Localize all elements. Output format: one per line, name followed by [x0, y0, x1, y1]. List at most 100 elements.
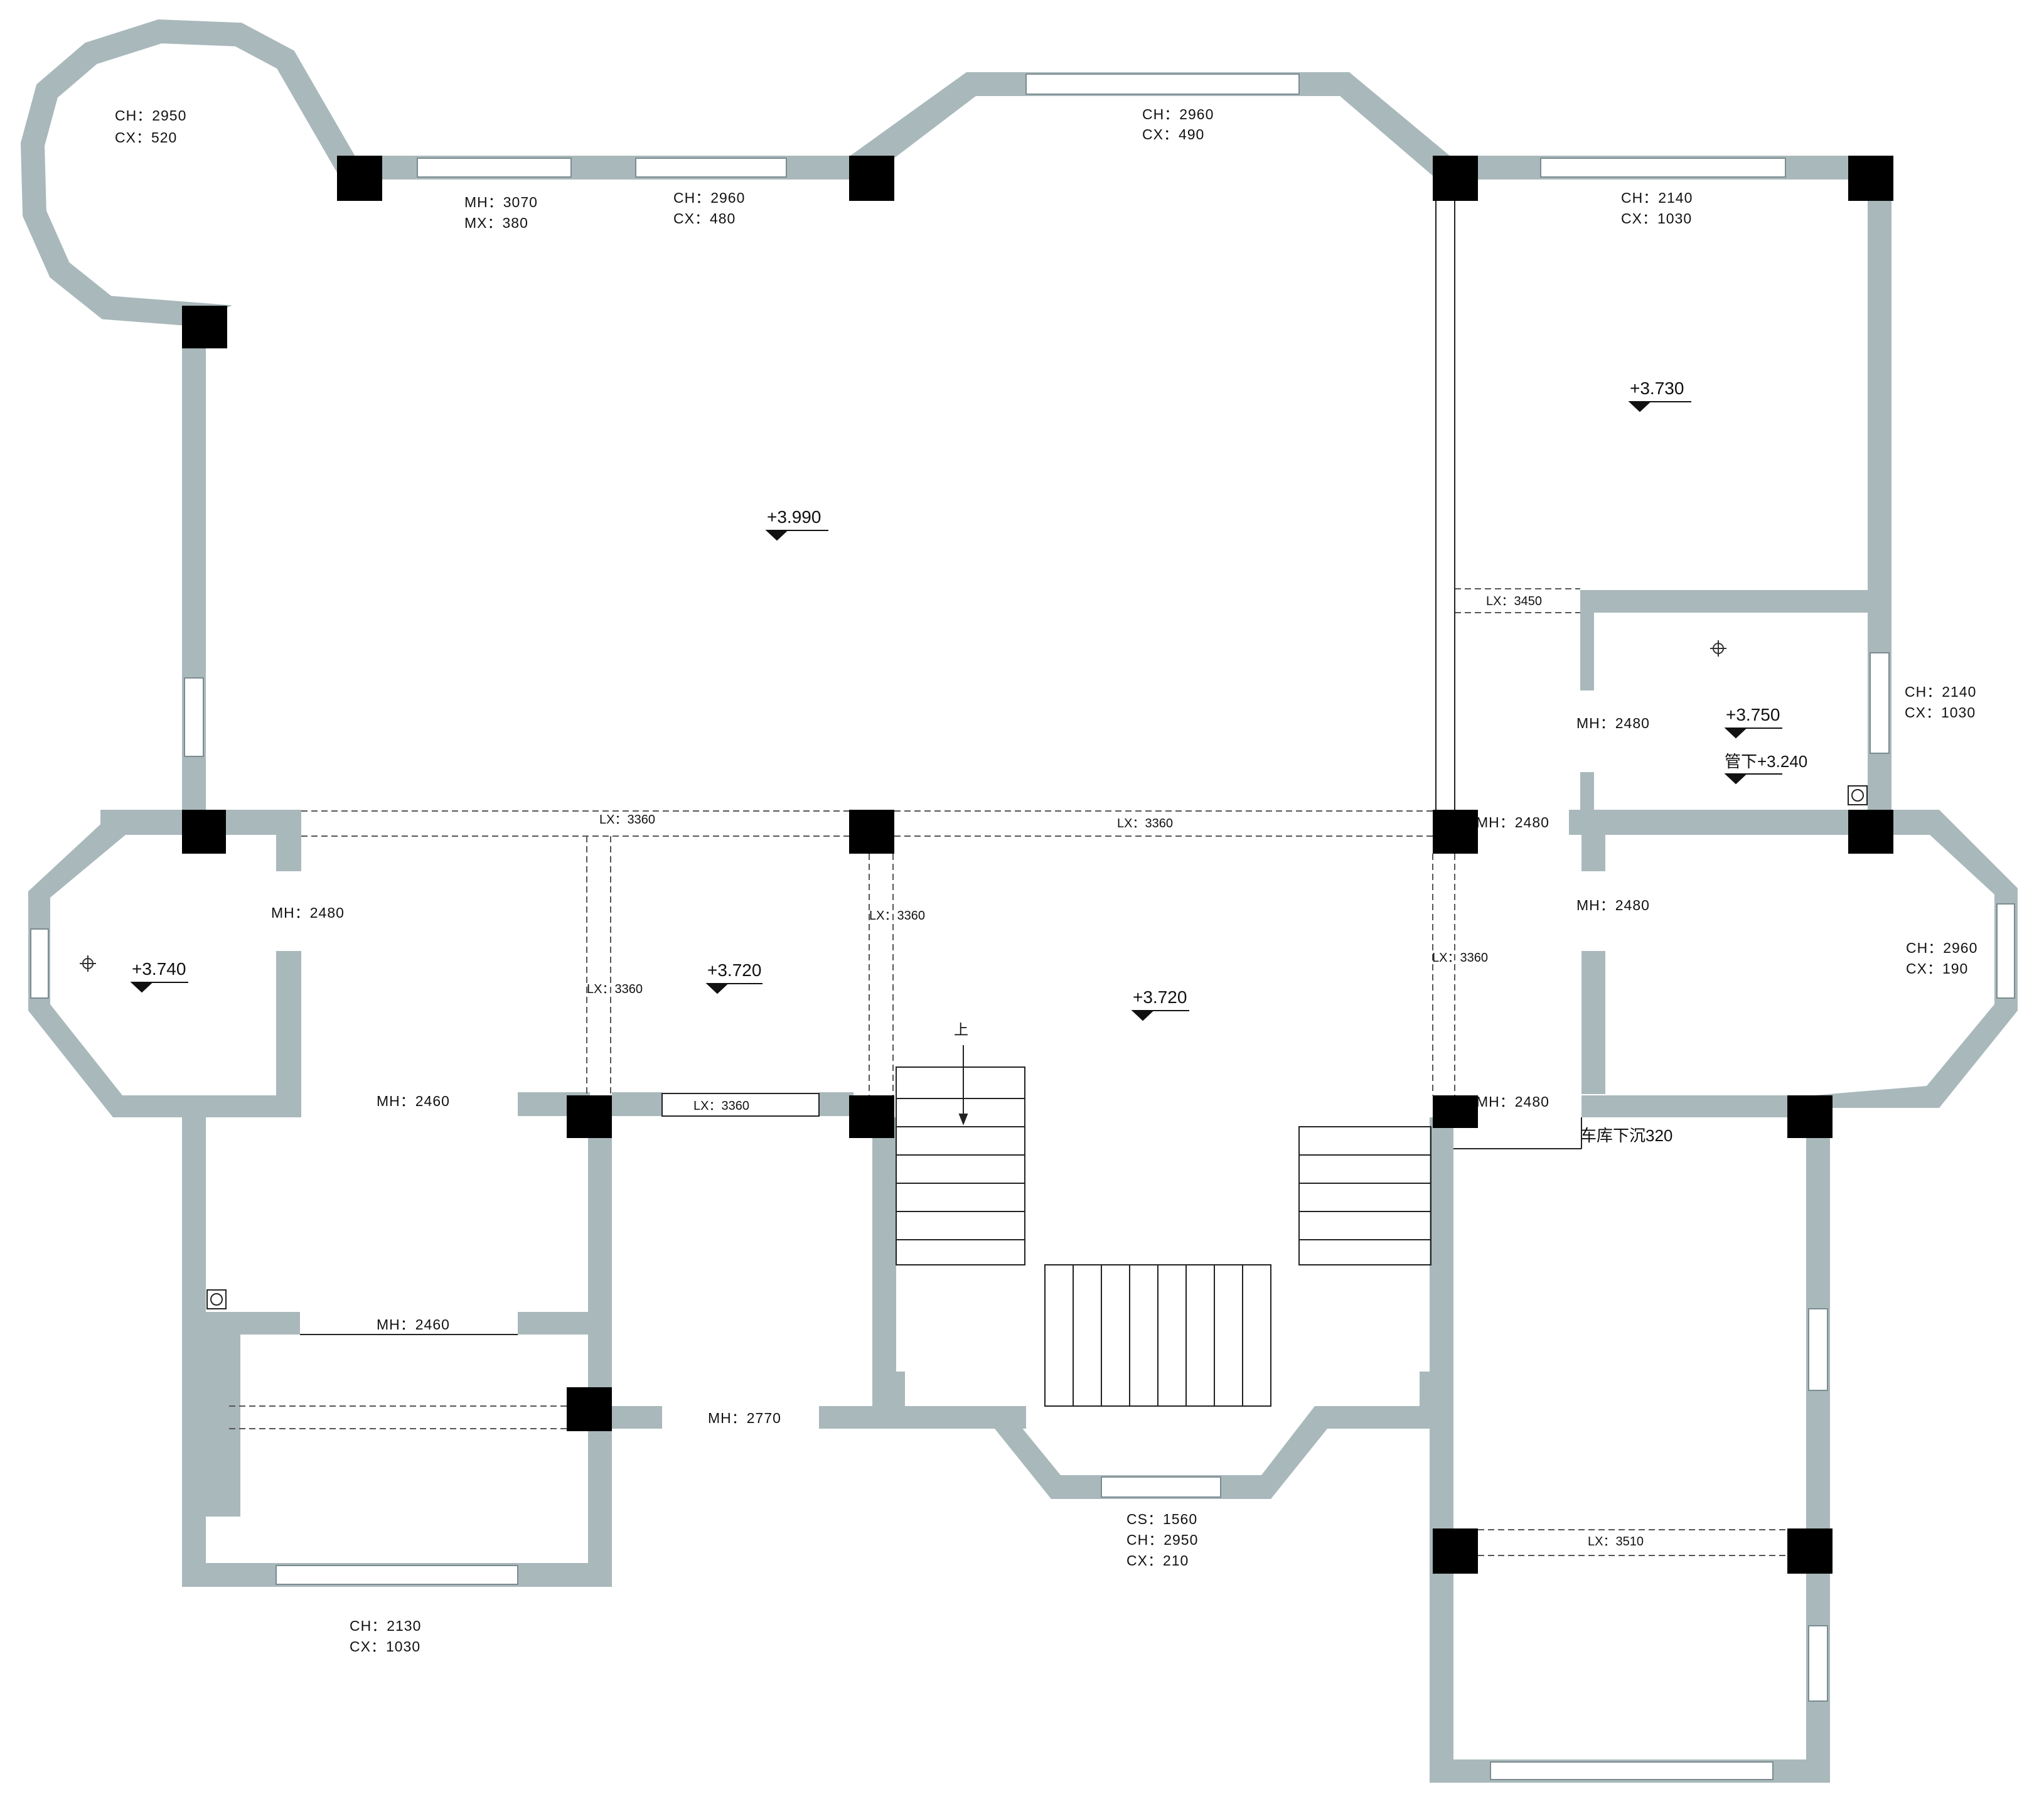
pipe-east: [1848, 785, 1868, 805]
stair-arrow-head: [958, 1114, 968, 1125]
window-east: [1870, 652, 1890, 754]
window-north-bay: [1025, 73, 1300, 95]
column: [182, 306, 227, 348]
door-label-entrance: MH：2770: [708, 1410, 781, 1426]
wall-sw-mid-left: [206, 1312, 300, 1335]
wall-mid-room-bottom2: [819, 1092, 853, 1116]
annotation-east-cx: CX：1030: [1905, 704, 1976, 721]
annotation-ne-ch: CH：2140: [1621, 190, 1693, 206]
beam-label-lx3450: LX：3450: [1486, 594, 1542, 608]
column: [1848, 156, 1893, 201]
window-garage-east-2: [1808, 1625, 1828, 1702]
annotation-north-bay-ch: CH：2960: [1142, 106, 1214, 122]
window-east-bay: [1996, 903, 2015, 999]
annotation-south-bay-ch: CH：2950: [1126, 1532, 1198, 1548]
thin-lines: [206, 201, 1868, 1335]
level-west-room: +3.740: [132, 959, 186, 979]
door-label-garage: MH：2480: [1476, 1093, 1549, 1110]
column: [1787, 1528, 1833, 1574]
annotation-north-door-mx: MX：380: [464, 215, 528, 231]
annotation-east-bay-cx: CX：190: [1906, 960, 1968, 977]
wall-sw-west: [182, 1117, 206, 1582]
wall-east-bay: [1814, 810, 2018, 1108]
level-mid-room: +3.720: [707, 960, 761, 980]
annotation-nw-ch: CH：2950: [115, 107, 186, 124]
garage-note: 车库下沉320: [1580, 1126, 1672, 1145]
beam-label-east-v: LX：3360: [1432, 951, 1488, 965]
pipe-sw: [206, 1289, 227, 1309]
wall-east-room-bottom: [1581, 1095, 1814, 1117]
wall-mid-west-stub: [276, 810, 301, 871]
crosshair-markers: [80, 640, 1726, 972]
column: [1848, 810, 1893, 854]
beams: [229, 588, 1787, 1556]
column: [567, 1387, 612, 1431]
beam-label-mid-v1: LX：3360: [587, 982, 643, 996]
annotation-north-bay-cx: CX：490: [1142, 126, 1204, 142]
wall-ne-partition-h: [1585, 590, 1880, 613]
door-label-lower: MH：2460: [377, 1316, 450, 1333]
annotation-nw-cx: CX：520: [115, 129, 177, 146]
wall-mid-room-bottom: [612, 1092, 662, 1116]
annotation-south-bay-cx: CX：210: [1126, 1552, 1189, 1569]
annotation-ne-cx: CX：1030: [1621, 210, 1692, 227]
annotation-east-ch: CH：2140: [1905, 684, 1976, 700]
window-west-upper: [184, 677, 204, 757]
beam-label-garage: LX：3510: [1588, 1535, 1644, 1549]
beam-label-north-right: LX：3360: [1117, 817, 1173, 830]
window-west-bay: [30, 928, 49, 999]
column: [849, 156, 894, 201]
level-triangle: [765, 530, 789, 541]
wall-south-bay: [872, 1406, 1440, 1499]
column: [1787, 1095, 1833, 1138]
level-triangle: [130, 982, 154, 993]
stair-east-flight: [1298, 1126, 1431, 1265]
wall-stair-west-step: [872, 1372, 905, 1406]
stairs: [896, 1045, 1431, 1407]
column: [849, 810, 894, 854]
annotation-south-bay-cs: CS：1560: [1126, 1511, 1197, 1527]
level-triangle: [1628, 401, 1652, 412]
column: [567, 1095, 612, 1138]
level-markers: [130, 401, 1782, 1021]
level-triangle: [1131, 1010, 1155, 1021]
wall-entrance-left: [612, 1406, 662, 1429]
door-label-east-corner: MH：2480: [1476, 814, 1549, 830]
wall-mid-east-stub: [1581, 810, 1605, 871]
beam-label-mid-v2: LX：3360: [869, 909, 925, 923]
windows: [30, 73, 2015, 1780]
stair-up-label: 上: [954, 1021, 969, 1038]
window-north-right: [635, 158, 787, 178]
stair-west-flight: [896, 1066, 1025, 1265]
pipe-east-circle: [1851, 789, 1864, 802]
level-central-hall: +3.720: [1133, 987, 1187, 1007]
column: [337, 156, 382, 201]
level-main-hall: +3.990: [767, 507, 821, 527]
annotation-north-door-mh: MH：3070: [464, 194, 538, 210]
annotation-sw-cx: CX：1030: [350, 1638, 420, 1655]
annotation-east-bay-ch: CH：2960: [1906, 940, 1977, 956]
column: [1433, 1095, 1478, 1128]
window-north-door: [417, 158, 572, 178]
pipe-sw-circle: [210, 1293, 223, 1306]
beam-label-bottom: LX：3360: [693, 1099, 749, 1113]
column: [182, 810, 226, 854]
wall-stair-west: [872, 1117, 896, 1406]
window-garage-east-1: [1808, 1308, 1828, 1391]
level-ne-room: +3.730: [1630, 379, 1684, 398]
door-label-mid: MH：2460: [377, 1093, 450, 1109]
column: [1433, 156, 1478, 201]
wall-ne-partition-v: [1580, 590, 1594, 690]
window-ne: [1540, 158, 1786, 178]
wall-nw-curve: [20, 19, 359, 328]
window-south-bay: [1101, 1476, 1221, 1498]
window-garage-bottom: [1490, 1761, 1774, 1780]
column: [1433, 1528, 1478, 1574]
door-label-east-room: MH：2480: [1576, 897, 1650, 913]
level-triangle: [705, 983, 729, 994]
door-label-west: MH：2480: [271, 905, 345, 921]
columns: [182, 156, 1893, 1574]
door-label-east-small: MH：2480: [1576, 715, 1650, 731]
labels: CH：2950 CX：520 MH：3070 MX：380 CH：2960 CX…: [115, 106, 1977, 1655]
